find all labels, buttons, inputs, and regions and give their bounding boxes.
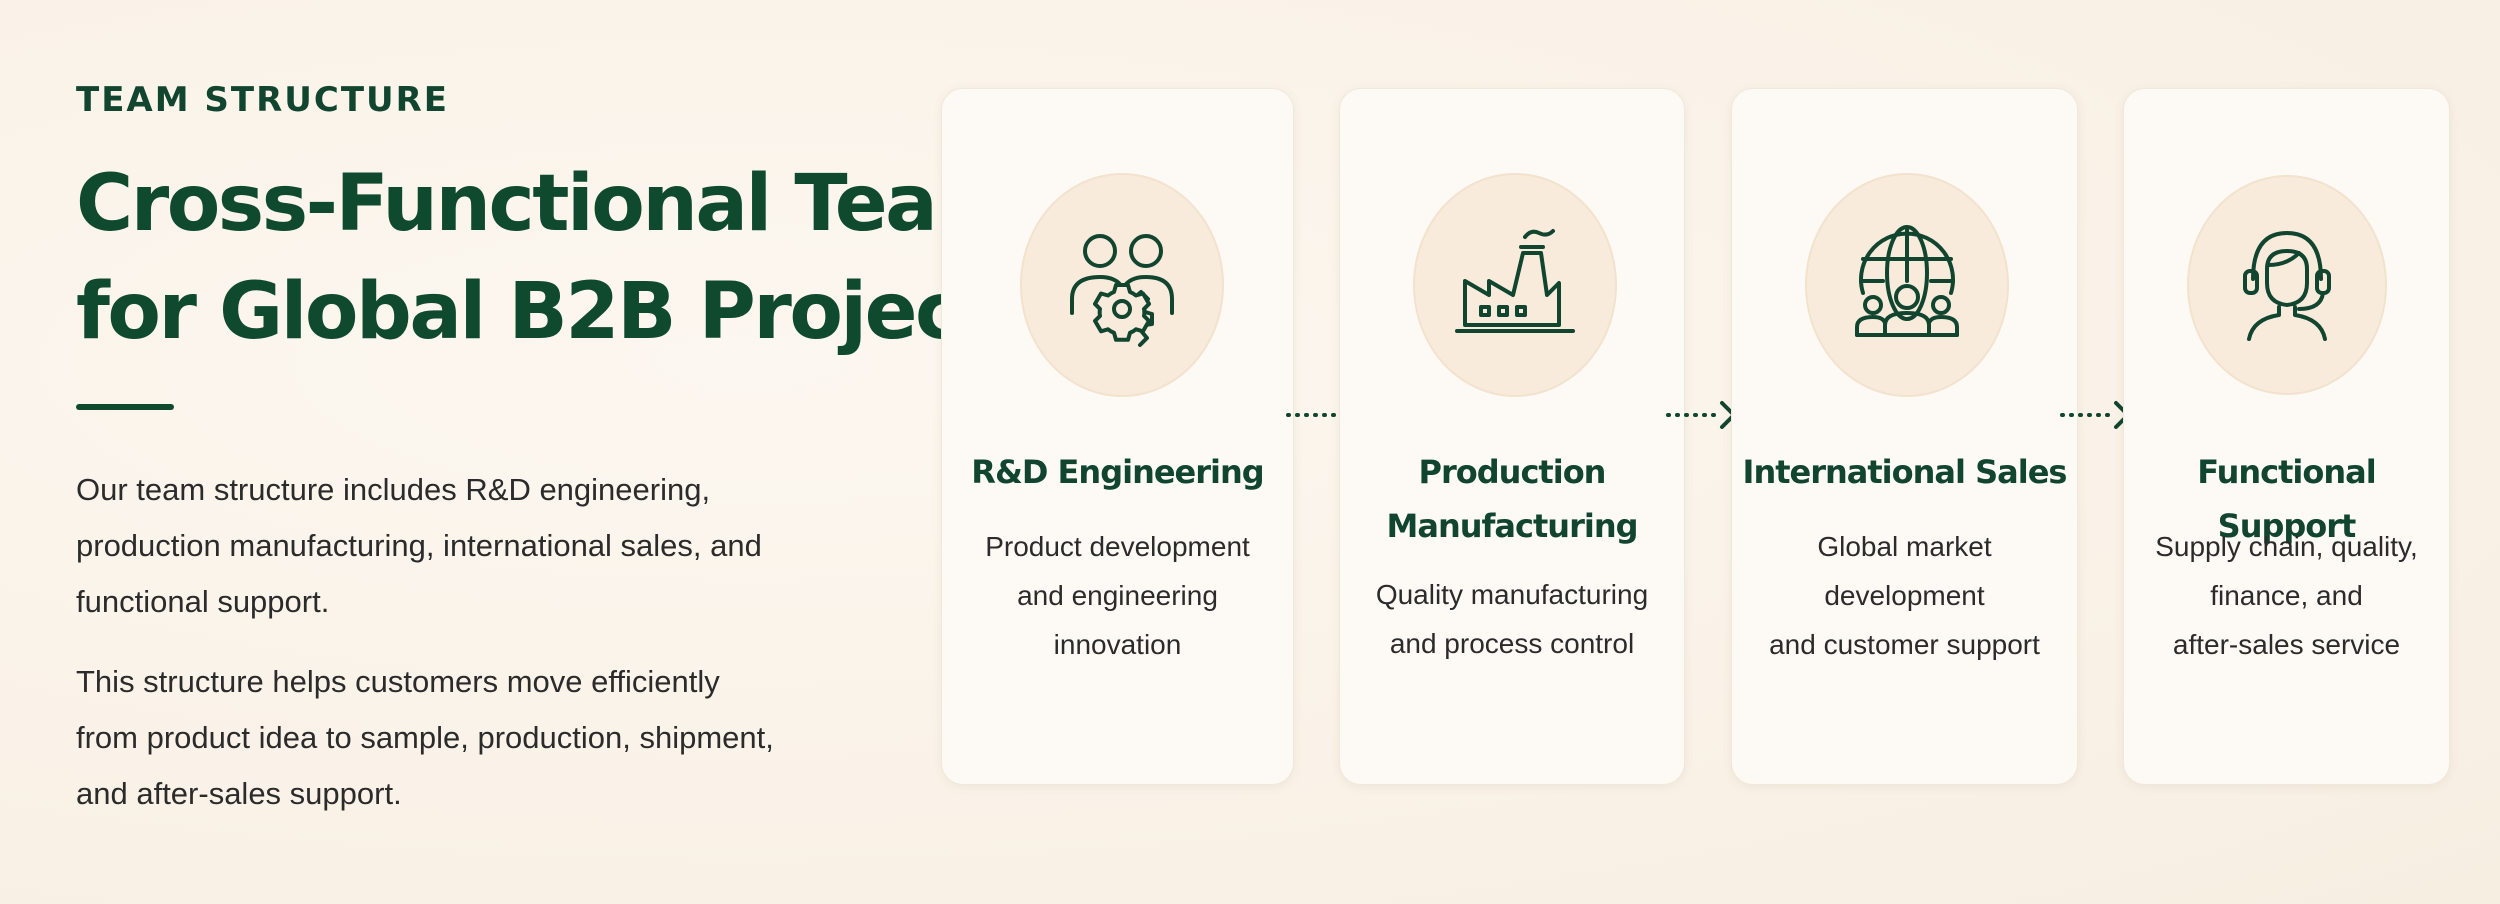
intro-section: TEAM STRUCTURE Cross-Functional Team for … xyxy=(76,70,1040,822)
card-title: R&D Engineering xyxy=(971,453,1264,491)
card-description: Product development and engineering inno… xyxy=(985,531,1250,660)
icon-circle xyxy=(2187,175,2387,395)
title-divider xyxy=(76,404,174,410)
card-title: Production Manufacturing xyxy=(1386,453,1639,545)
team-gear-icon xyxy=(1070,234,1174,347)
title-line-2: for Global B2B Projects xyxy=(76,267,1040,357)
section-eyebrow: TEAM STRUCTURE xyxy=(76,80,450,120)
team-card-international-sales: International Sales Global market develo… xyxy=(1731,88,2078,785)
card-description: Quality manufacturing and process contro… xyxy=(1375,579,1649,659)
globe-people-icon xyxy=(1855,225,1959,337)
factory-icon xyxy=(1455,229,1575,333)
card-title: International Sales xyxy=(1742,453,2068,491)
intro-paragraph-2: This structure helps customers move effi… xyxy=(76,664,774,811)
team-card-production-manufacturing: Production Manufacturing Quality manufac… xyxy=(1339,88,1685,785)
icon-circle xyxy=(1413,173,1617,397)
team-card-rd-engineering: R&D Engineering Product development and … xyxy=(941,88,1294,785)
card-title: Functional Support xyxy=(2197,453,2376,545)
title-line-1: Cross-Functional Team xyxy=(76,159,1017,249)
card-description: Global market development and customer s… xyxy=(1769,531,2040,660)
team-card-functional-support: Functional Support Supply chain, quality… xyxy=(2123,88,2450,785)
card-description: Supply chain, quality, finance, and afte… xyxy=(2155,531,2418,660)
flow-arrow-icon xyxy=(1666,401,1736,429)
headset-support-icon xyxy=(2243,231,2331,341)
icon-circle xyxy=(1020,173,1224,397)
intro-paragraph-1: Our team structure includes R&D engineer… xyxy=(76,472,762,619)
page-title: Cross-Functional Team for Global B2B Proj… xyxy=(76,150,1040,366)
icon-circle xyxy=(1805,173,2009,397)
